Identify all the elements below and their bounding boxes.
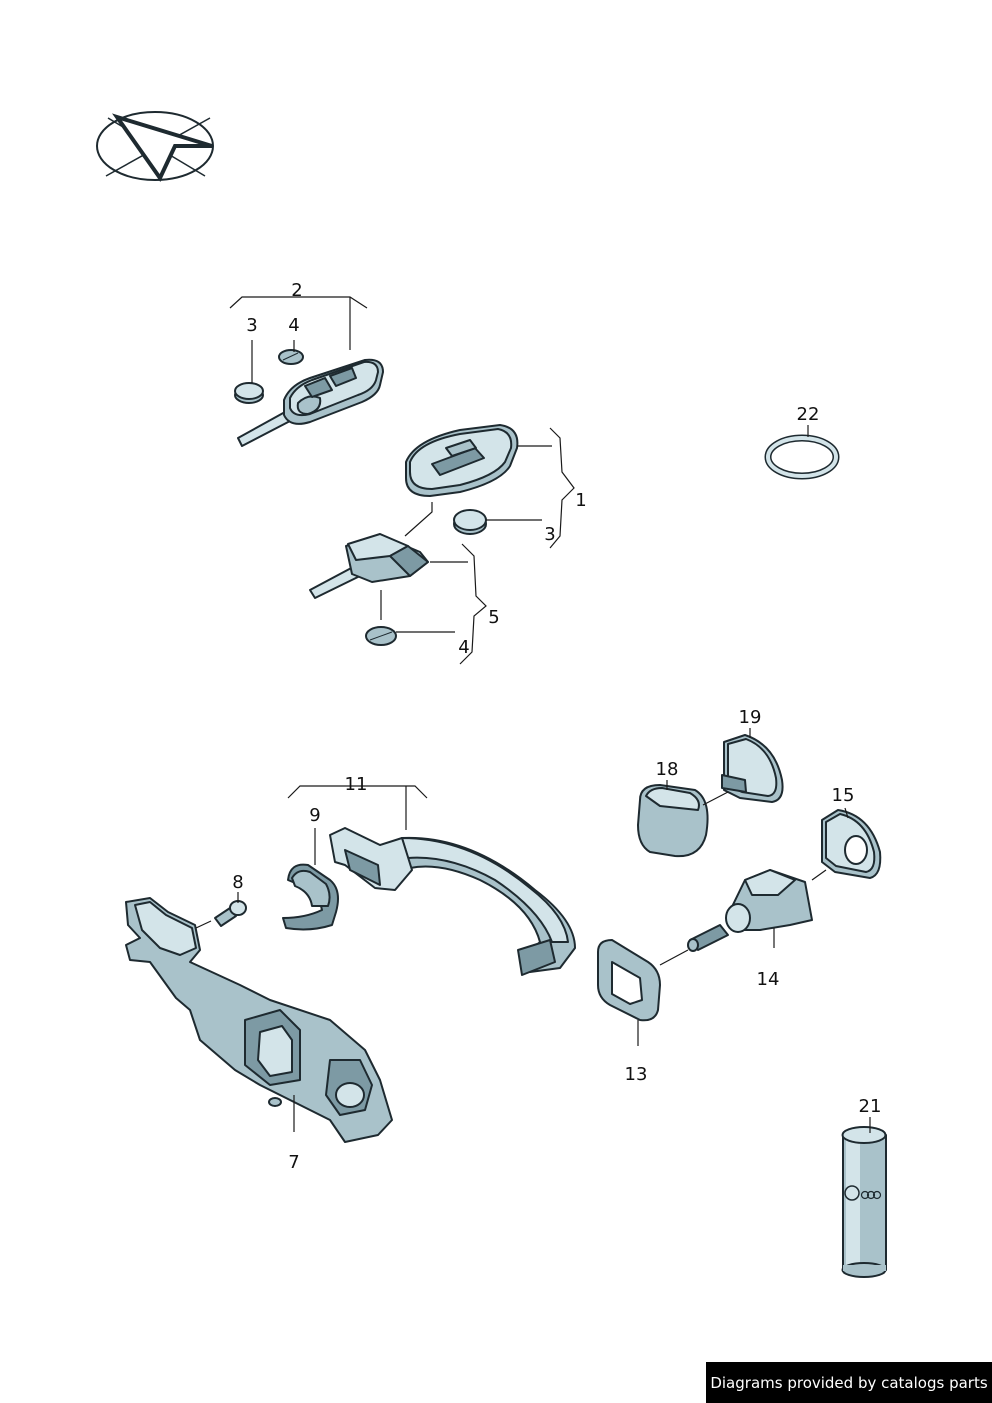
callout-8: 8	[232, 872, 243, 893]
callout-1: 1	[575, 490, 586, 511]
callout-14: 14	[757, 969, 780, 990]
orientation-arrow-icon	[96, 111, 214, 182]
part-4-cap-b	[365, 626, 397, 646]
callout-22: 22	[797, 404, 820, 425]
attribution-text: Diagrams provided by catalogs parts	[710, 1373, 988, 1392]
callout-3-a: 3	[246, 315, 257, 336]
callout-4-a: 4	[288, 315, 299, 336]
part-3-battery-b	[453, 509, 487, 535]
part-8-screw	[214, 900, 247, 927]
part-21-grease-tube	[841, 1126, 887, 1278]
callout-9: 9	[309, 805, 320, 826]
callout-4-b: 4	[458, 637, 469, 658]
part-4-cap-a	[278, 349, 304, 365]
part-13-gasket	[597, 939, 661, 1022]
callout-21: 21	[859, 1096, 882, 1117]
part-15-cover-cap	[821, 809, 882, 879]
part-18-end-cap	[637, 784, 709, 858]
callout-15: 15	[832, 785, 855, 806]
callout-2: 2	[291, 280, 302, 301]
part-3-battery-a	[234, 382, 264, 404]
part-5-key-blade	[309, 533, 429, 599]
part-22-sealing-ring	[764, 434, 840, 480]
part-9-handle-seal	[282, 863, 339, 931]
callout-5: 5	[488, 607, 499, 628]
callout-18: 18	[656, 759, 679, 780]
part-7-handle-carrier	[125, 897, 393, 1143]
part-14-lock-cylinder	[687, 869, 813, 952]
brand-emblem-icon	[844, 1185, 882, 1201]
callout-13: 13	[625, 1064, 648, 1085]
callout-labels: 2 3 4 22 1 3 5 4 19 18 11 15 9 8 14 13 2…	[232, 280, 881, 1173]
attribution-banner: Diagrams provided by catalogs parts	[706, 1362, 992, 1403]
part-11-door-handle	[329, 827, 576, 976]
part-19-cover	[721, 734, 784, 803]
callout-7: 7	[288, 1152, 299, 1173]
callout-3-b: 3	[544, 524, 555, 545]
callout-19: 19	[739, 707, 762, 728]
leader-lines	[195, 296, 871, 1133]
part-1-remote-housing	[405, 424, 519, 497]
part-2-folding-key	[237, 358, 384, 447]
callout-11: 11	[345, 774, 368, 795]
